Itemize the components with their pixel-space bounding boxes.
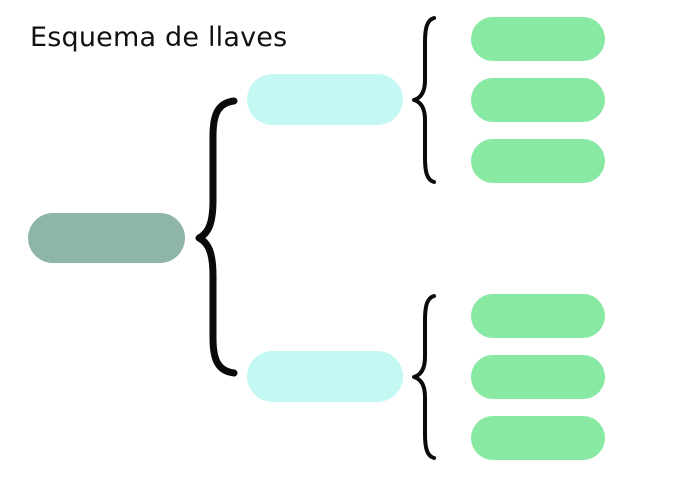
branch-2-leaf-1-node <box>471 294 605 338</box>
diagram-title: Esquema de llaves <box>30 22 288 53</box>
branch-1-leaf-2-node <box>471 78 605 122</box>
branch-1-leaf-1-node <box>471 17 605 61</box>
branch-2-leaf-2-node <box>471 355 605 399</box>
branch-1-node <box>247 74 403 125</box>
main-brace <box>195 97 238 377</box>
branch-1-brace <box>412 16 436 184</box>
branch-2-brace <box>412 294 436 460</box>
root-node <box>28 213 185 263</box>
branch-2-node <box>247 351 403 402</box>
branch-1-leaf-3-node <box>471 139 605 183</box>
branch-2-leaf-3-node <box>471 416 605 460</box>
